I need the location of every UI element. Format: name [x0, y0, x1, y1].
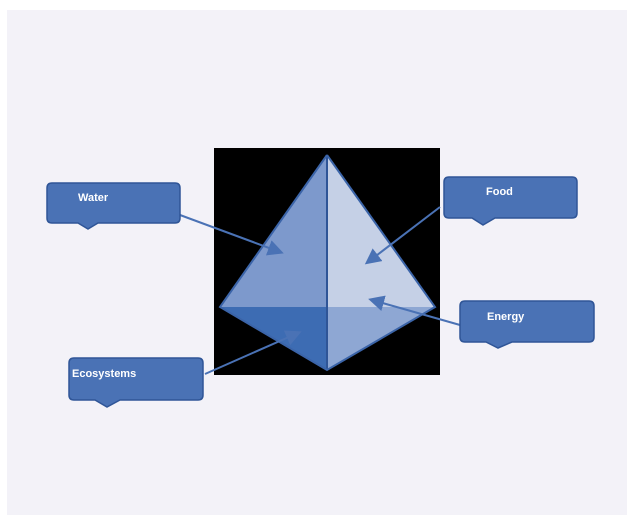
pyramid-image [218, 154, 437, 372]
food-callout[interactable]: Food [443, 176, 578, 226]
ecosystems-arrow [204, 330, 302, 375]
water-callout[interactable]: Water [46, 182, 181, 230]
ecosystems-label: Ecosystems [72, 368, 136, 380]
water-arrow [179, 214, 284, 256]
energy-label: Energy [487, 311, 525, 323]
water-label: Water [78, 192, 109, 204]
food-label: Food [486, 186, 513, 198]
food-arrow [364, 206, 441, 265]
energy-callout[interactable]: Energy [459, 300, 595, 349]
pyramid-outline [218, 154, 437, 372]
ecosystems-callout[interactable]: Ecosystems [68, 357, 204, 408]
energy-arrow [368, 295, 461, 326]
